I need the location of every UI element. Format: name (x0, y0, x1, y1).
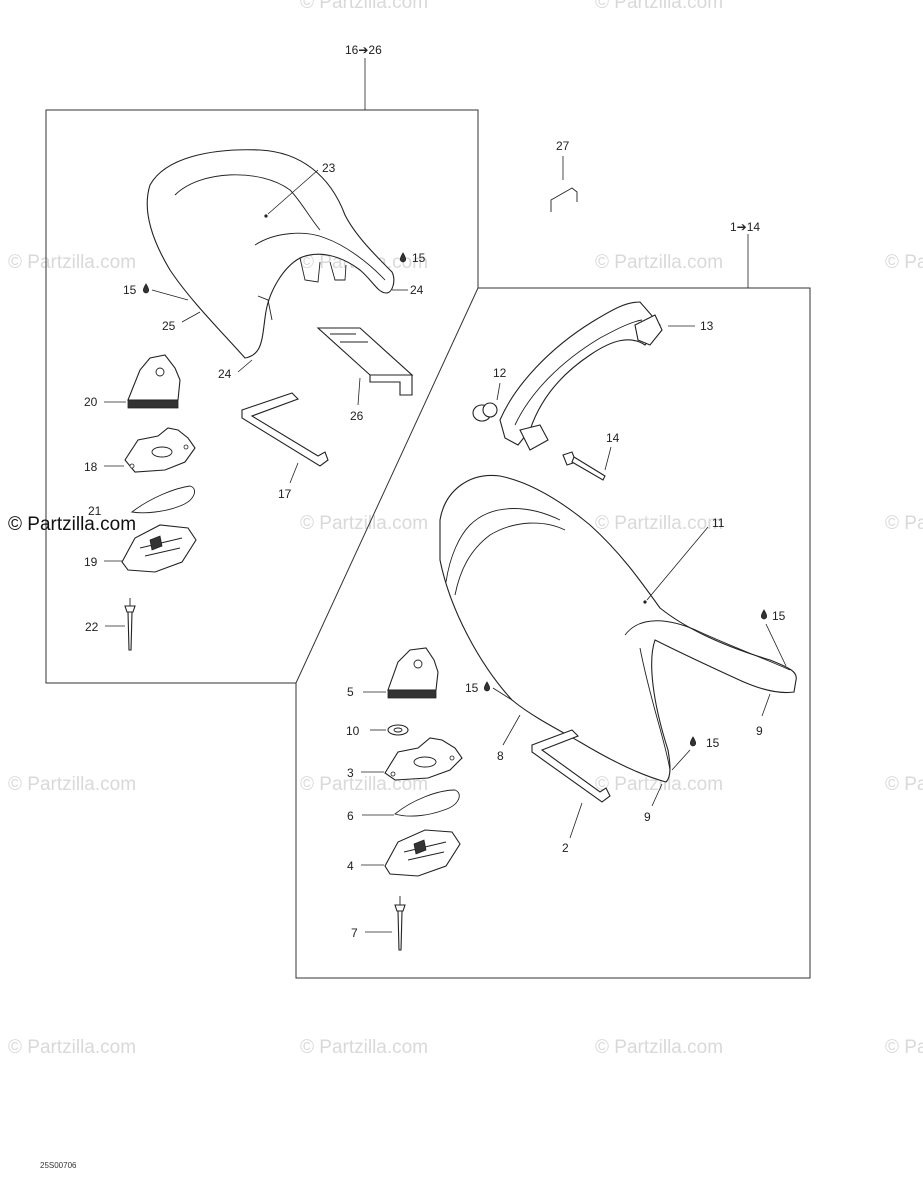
part-5-latch (387, 647, 439, 699)
grease-drop-icon (142, 283, 150, 294)
callout-24: 24 (218, 367, 232, 381)
part-20-latch (127, 354, 181, 409)
part-27-bracket (550, 156, 578, 212)
callout-4: 4 (347, 859, 354, 873)
callout-23: 23 (322, 161, 336, 175)
group-label-left: 16➔26 (345, 43, 382, 57)
callout-22: 22 (85, 620, 99, 634)
part-4-base (384, 829, 461, 877)
part-17-allen-key (241, 392, 329, 467)
grease-drop-icon (483, 681, 491, 692)
watermark: © Partzilla.com (595, 513, 723, 534)
watermark: © Partzilla.com (885, 1037, 923, 1058)
watermark: © Partzilla.com (885, 252, 923, 273)
callout-11: 11 (712, 516, 725, 530)
callout-8: 8 (497, 749, 504, 763)
drawing-code: 25S00706 (40, 1161, 77, 1170)
callout-5: 5 (347, 685, 354, 699)
callout-15: 15 (706, 736, 720, 750)
callout-26: 26 (350, 409, 364, 423)
part-18-plate (124, 427, 196, 473)
callout-9: 9 (756, 724, 763, 738)
callout-20: 20 (84, 395, 98, 409)
part-23-seat-cover (146, 149, 395, 359)
group-box-right (295, 287, 811, 979)
watermark: © Partzilla.com (8, 774, 136, 795)
callout-9: 9 (644, 810, 651, 824)
watermark: © Partzilla.com (8, 252, 136, 273)
callout-24: 24 (410, 283, 424, 297)
callout-15: 15 (412, 251, 426, 265)
part-21-cable (130, 485, 196, 514)
callout-19: 19 (84, 555, 98, 569)
grease-drop-icon (760, 609, 768, 620)
part-13-grab-handle (499, 301, 663, 451)
part-2-allen-key (531, 729, 611, 803)
watermark: © Partzilla.com (885, 774, 923, 795)
callout-14: 14 (606, 431, 620, 445)
part-3-plate (384, 737, 463, 781)
watermark-dark: © Partzilla.com (8, 514, 136, 535)
callout-2: 2 (562, 841, 569, 855)
part-26-bracket (316, 327, 414, 396)
watermark: © Partzilla.com (8, 1037, 136, 1058)
grease-drop-icon (399, 252, 407, 263)
watermark: © Partzilla.com (595, 1037, 723, 1058)
part-10-washer (387, 724, 409, 736)
callout-7: 7 (351, 926, 358, 940)
watermark: © Partzilla.com (885, 513, 923, 534)
callout-15: 15 (772, 609, 786, 623)
callout-25: 25 (162, 319, 176, 333)
callout-27: 27 (556, 139, 570, 153)
callout-10: 10 (346, 724, 360, 738)
part-12-bushing (472, 402, 498, 422)
grease-drop-icon (689, 736, 697, 747)
watermark: © Partzilla.com (300, 0, 428, 13)
callout-15: 15 (123, 283, 137, 297)
callout-3: 3 (347, 766, 354, 780)
callout-21: 21 (88, 504, 102, 518)
group-label-right: 1➔14 (730, 220, 760, 234)
callout-6: 6 (347, 809, 354, 823)
part-22-rivet (124, 598, 136, 651)
watermark: © Partzilla.com (300, 1037, 428, 1058)
callout-15: 15 (465, 681, 479, 695)
part-19-base (121, 524, 197, 573)
group-box-left (45, 109, 479, 684)
watermark: © Partzilla.com (595, 252, 723, 273)
part-6-cable (394, 789, 460, 817)
callout-17: 17 (278, 487, 292, 501)
callout-12: 12 (493, 366, 507, 380)
callout-13: 13 (700, 319, 714, 333)
part-7-rivet (394, 896, 406, 951)
callout-18: 18 (84, 460, 98, 474)
watermark: © Partzilla.com (595, 0, 723, 13)
watermark: © Partzilla.com (300, 513, 428, 534)
part-14-bolt (562, 451, 606, 481)
watermark: © Partzilla.com (595, 774, 723, 795)
